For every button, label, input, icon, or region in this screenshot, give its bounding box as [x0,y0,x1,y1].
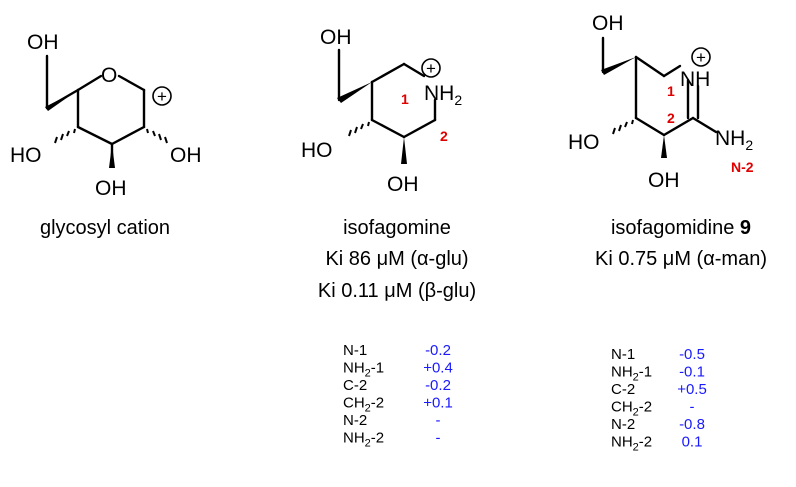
isofagomine-oh-top: OH [320,26,352,49]
svg-text:+: + [157,87,167,106]
table-row-label: N-1 [611,346,635,363]
isofagomidine-structure: OH + NH 1 2 NH2 N-2 HO OH isofagomidine … [568,12,767,270]
isofagomine-ho-left: HO [301,139,333,162]
table-row-value: - [690,399,695,416]
table-row-value: +0.4 [423,360,453,377]
table-row-label: C-2 [611,381,635,398]
table-row-label: NH2-1 [343,360,384,380]
table-row-label: CH2-2 [611,399,652,419]
table-row-value: -0.5 [679,346,705,363]
table-row-value: -0.8 [679,416,705,433]
glycosyl-oh-bottom: OH [95,177,127,200]
table-row-value: - [436,430,441,447]
isofagomidine-charge-icon: + [691,47,711,67]
table-row-value: -0.2 [425,377,451,394]
table-row-value: -0.1 [679,364,705,381]
glycosyl-charge-icon: + [152,86,172,106]
table-row-label: CH2-2 [343,395,384,415]
isofagomine-position-2: 2 [440,128,448,144]
table-row-value: +0.5 [677,381,707,398]
isofagomine-structure: OH + NH2 1 2 HO OH isofagomine Ki 86 μM … [301,26,476,302]
isofagomidine-ki-1: Ki 0.75 μM (α-man) [595,248,767,270]
isofagomidine-oh-bottom: OH [648,169,680,192]
isofagomidine-bonds [601,36,718,158]
isofagomidine-position-2: 2 [667,110,675,126]
table-row-value: - [436,412,441,429]
isofagomine-caption: isofagomine [343,217,451,239]
table-row-value: -0.2 [425,342,451,359]
table-row-value: +0.1 [423,395,453,412]
table-row-label: N-1 [343,342,367,359]
table-row-label: NH2-2 [343,430,384,450]
glycosyl-ho-left: HO [10,144,42,167]
isofagomidine-oh-top: OH [592,12,624,35]
glycosyl-cation-structure: OH O + HO OH OH glycosyl cation [10,31,202,239]
table-row-label: N-2 [343,412,367,429]
svg-text:+: + [696,48,706,67]
table-row-label: NH2-2 [611,434,652,454]
isofagomine-charge-table: N-1-0.2NH2-1+0.4C-2-0.2CH2-2+0.1N-2-NH2-… [343,342,453,450]
isofagomidine-caption: isofagomidine 9 [611,217,751,239]
isofagomidine-nh2: NH2 [715,127,753,153]
isofagomine-position-1: 1 [401,91,409,107]
isofagomine-bonds [337,48,437,164]
table-row-label: N-2 [611,416,635,433]
isofagomidine-position-1: 1 [667,83,675,99]
isofagomidine-nh: NH [680,68,710,91]
isofagomine-ki-2: Ki 0.11 μM (β-glu) [318,280,476,302]
glycosyl-bonds [45,54,168,168]
isofagomidine-ho-left: HO [568,131,600,154]
isofagomidine-position-n2: N-2 [731,159,754,175]
table-row-label: NH2-1 [611,364,652,384]
isofagomine-ki-1: Ki 86 μM (α-glu) [325,248,468,270]
glycosyl-oh-top: OH [27,31,59,54]
svg-text:+: + [426,59,436,78]
glycosyl-ring-oxygen: O [101,64,117,87]
glycosyl-oh-right: OH [170,144,202,167]
table-row-label: C-2 [343,377,367,394]
glycosyl-caption: glycosyl cation [40,217,170,239]
table-row-value: 0.1 [682,434,703,451]
isofagomine-oh-bottom: OH [387,173,419,196]
isofagomine-charge-icon: + [421,58,441,78]
isofagomine-nh2: NH2 [424,82,462,108]
